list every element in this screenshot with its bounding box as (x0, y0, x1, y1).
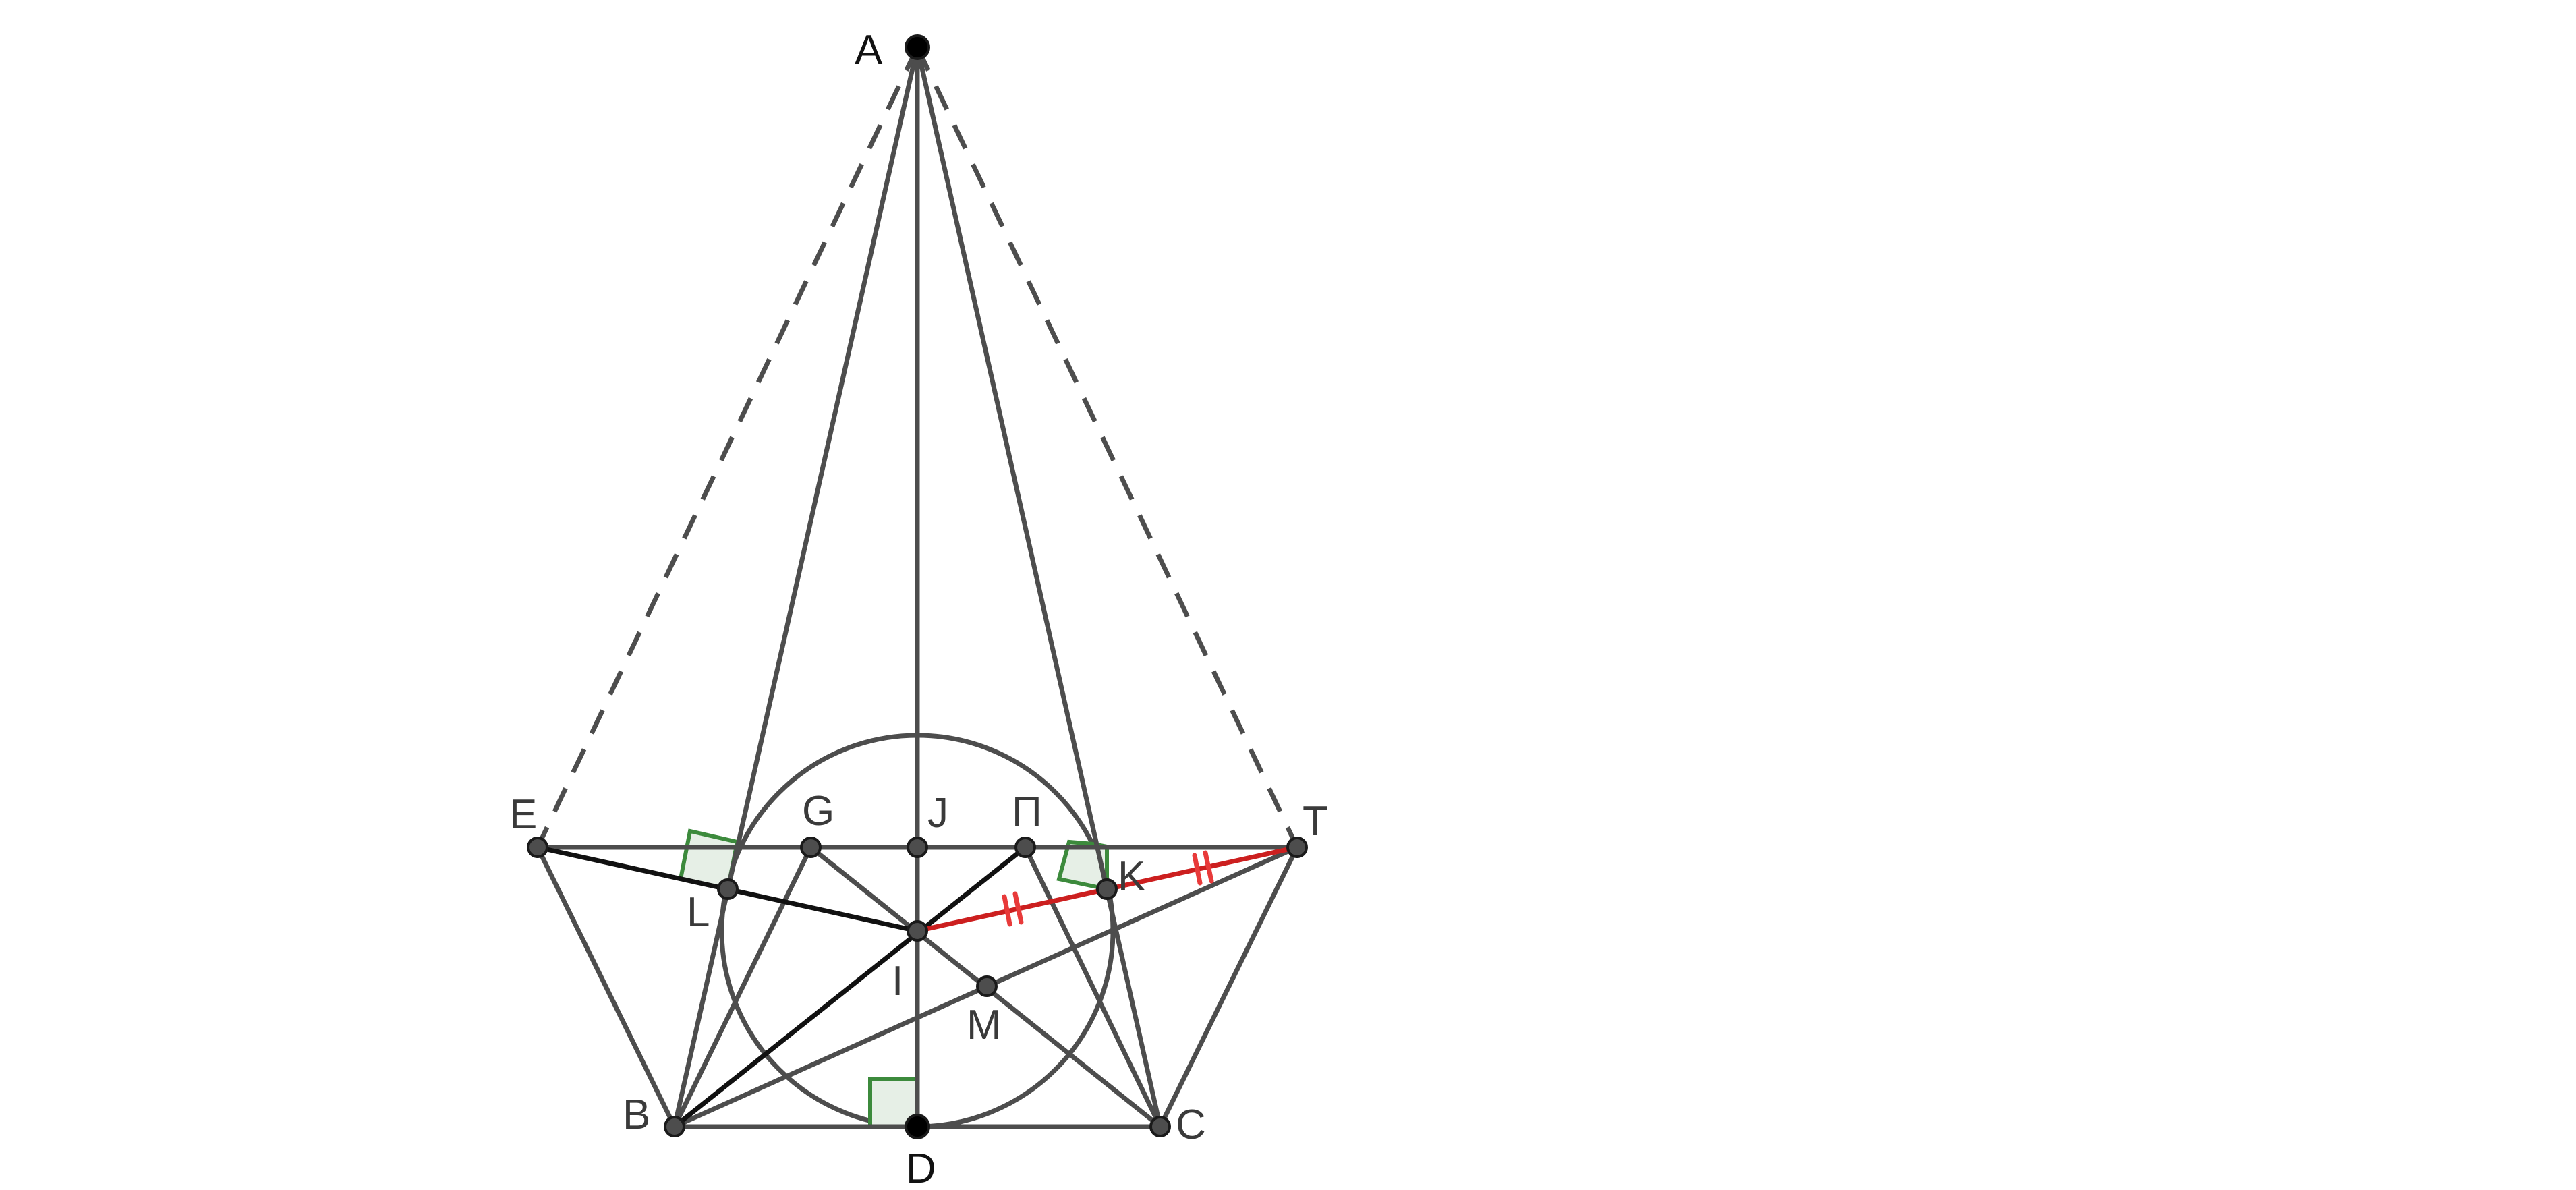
label-I: I (892, 958, 903, 1004)
point-M (976, 975, 998, 997)
dashed-segment-AT (915, 46, 1300, 849)
point-I (907, 920, 928, 942)
right-angle-marker-K (1056, 839, 1109, 892)
label-D: D (906, 1145, 936, 1190)
point-K (1096, 878, 1118, 900)
point-E (527, 837, 548, 858)
label-G: G (802, 788, 834, 834)
point-labels: A B C D E T G J Π K L I M (509, 27, 1328, 1190)
label-M: M (967, 1002, 1002, 1048)
dashed-segment-AE (535, 46, 920, 849)
label-T: T (1303, 798, 1328, 845)
point-Pi (1014, 837, 1036, 858)
point-D (905, 1114, 930, 1139)
label-A: A (855, 27, 883, 74)
label-J: J (927, 790, 948, 837)
tick-mark (1002, 894, 1012, 927)
segment-PiC (1023, 845, 1163, 1129)
segment-AB (672, 45, 920, 1129)
segment-TC (1157, 845, 1300, 1129)
points (527, 34, 1308, 1139)
point-G (800, 837, 822, 858)
equal-length-ticks (1002, 850, 1214, 927)
label-E: E (509, 791, 537, 838)
segment-EB (535, 845, 677, 1129)
label-C: C (1176, 1102, 1206, 1148)
tick-mark (1203, 850, 1214, 884)
dark-segments (535, 845, 1028, 1129)
label-L: L (687, 889, 710, 936)
tick-mark (1192, 853, 1203, 886)
point-A (905, 34, 930, 60)
point-C (1149, 1116, 1171, 1137)
point-L (717, 878, 739, 900)
gray-segments (535, 45, 1300, 1129)
dashed-segments (535, 46, 1300, 849)
point-B (664, 1116, 685, 1137)
segment-GB (672, 845, 813, 1129)
tick-mark (1012, 891, 1024, 925)
label-K: K (1118, 853, 1145, 900)
label-B: B (623, 1092, 650, 1138)
segment-AC (915, 45, 1163, 1129)
label-Pi: Π (1012, 789, 1042, 835)
segment-BPi (672, 845, 1028, 1129)
point-T (1286, 837, 1308, 858)
point-J (907, 837, 928, 858)
